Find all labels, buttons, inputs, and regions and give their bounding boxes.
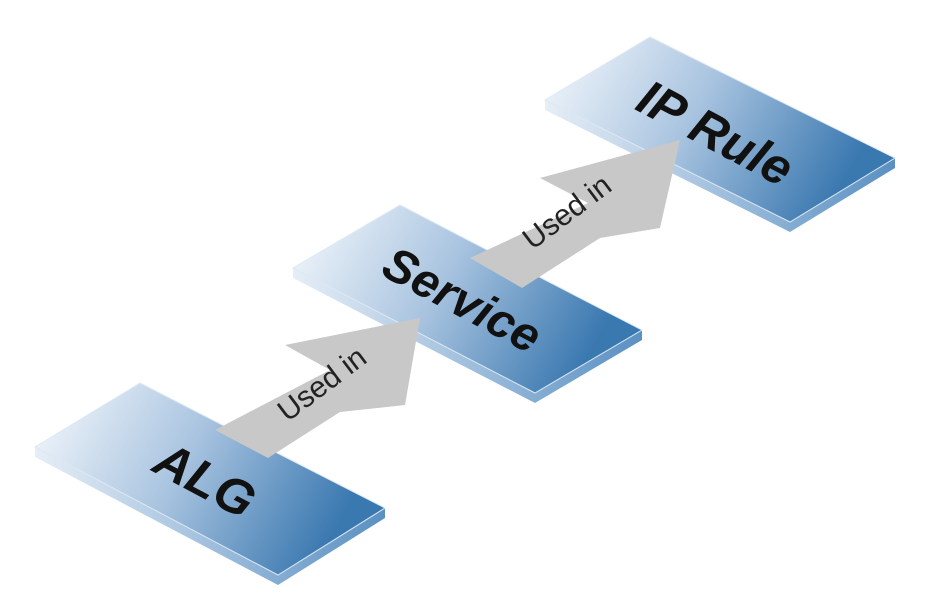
slab-face xyxy=(291,204,644,394)
node-alg xyxy=(33,382,387,585)
slab-face xyxy=(543,36,897,223)
arrow-service-to-ip-rule xyxy=(470,140,680,288)
node-ip-rule xyxy=(543,36,897,232)
arrow-alg-to-service xyxy=(215,318,420,458)
slab-face xyxy=(33,382,387,576)
node-service xyxy=(291,204,644,403)
